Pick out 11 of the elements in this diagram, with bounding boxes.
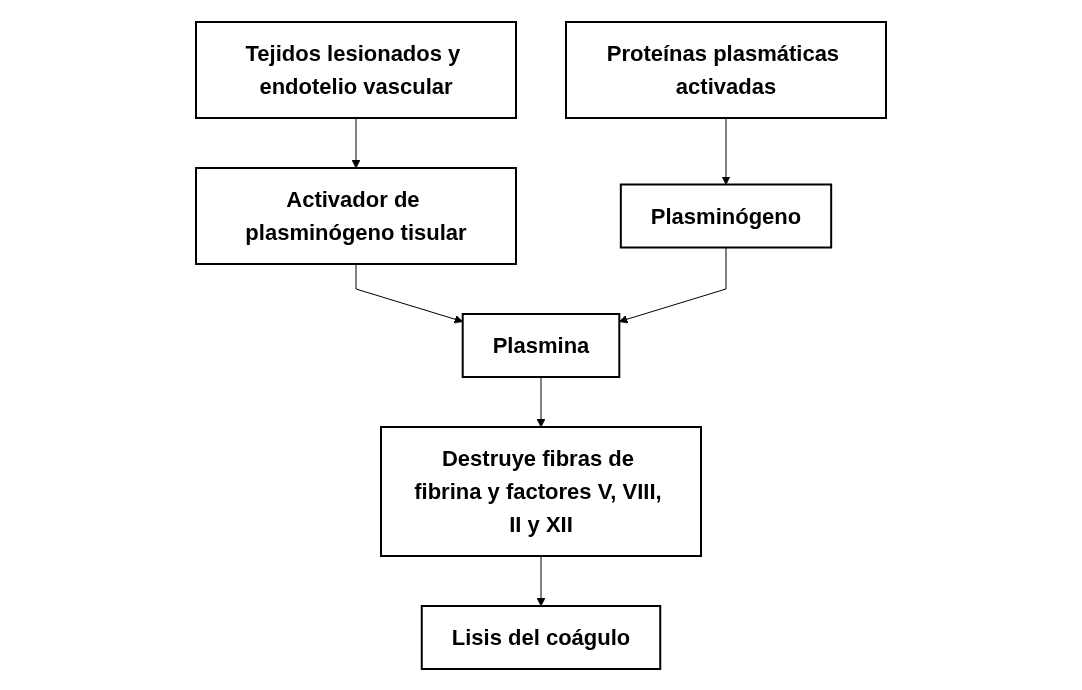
node-box: Proteínas plasmáticas activadas xyxy=(565,20,887,119)
node-box: Plasmina xyxy=(461,312,621,378)
arrow xyxy=(536,555,546,606)
node-box: Destruye fibras de fibrina y factores V, VIII, II y XII xyxy=(380,425,702,557)
node-box: Tejidos lesionados y endotelio vascular xyxy=(195,20,517,119)
node-box: Activador de plasminógeno tisular xyxy=(195,166,517,265)
arrow xyxy=(351,117,361,168)
node-box: Lisis del coágulo xyxy=(420,604,662,670)
arrow xyxy=(721,117,731,185)
arrow xyxy=(536,376,546,427)
node-box: Plasminógeno xyxy=(619,183,833,248)
